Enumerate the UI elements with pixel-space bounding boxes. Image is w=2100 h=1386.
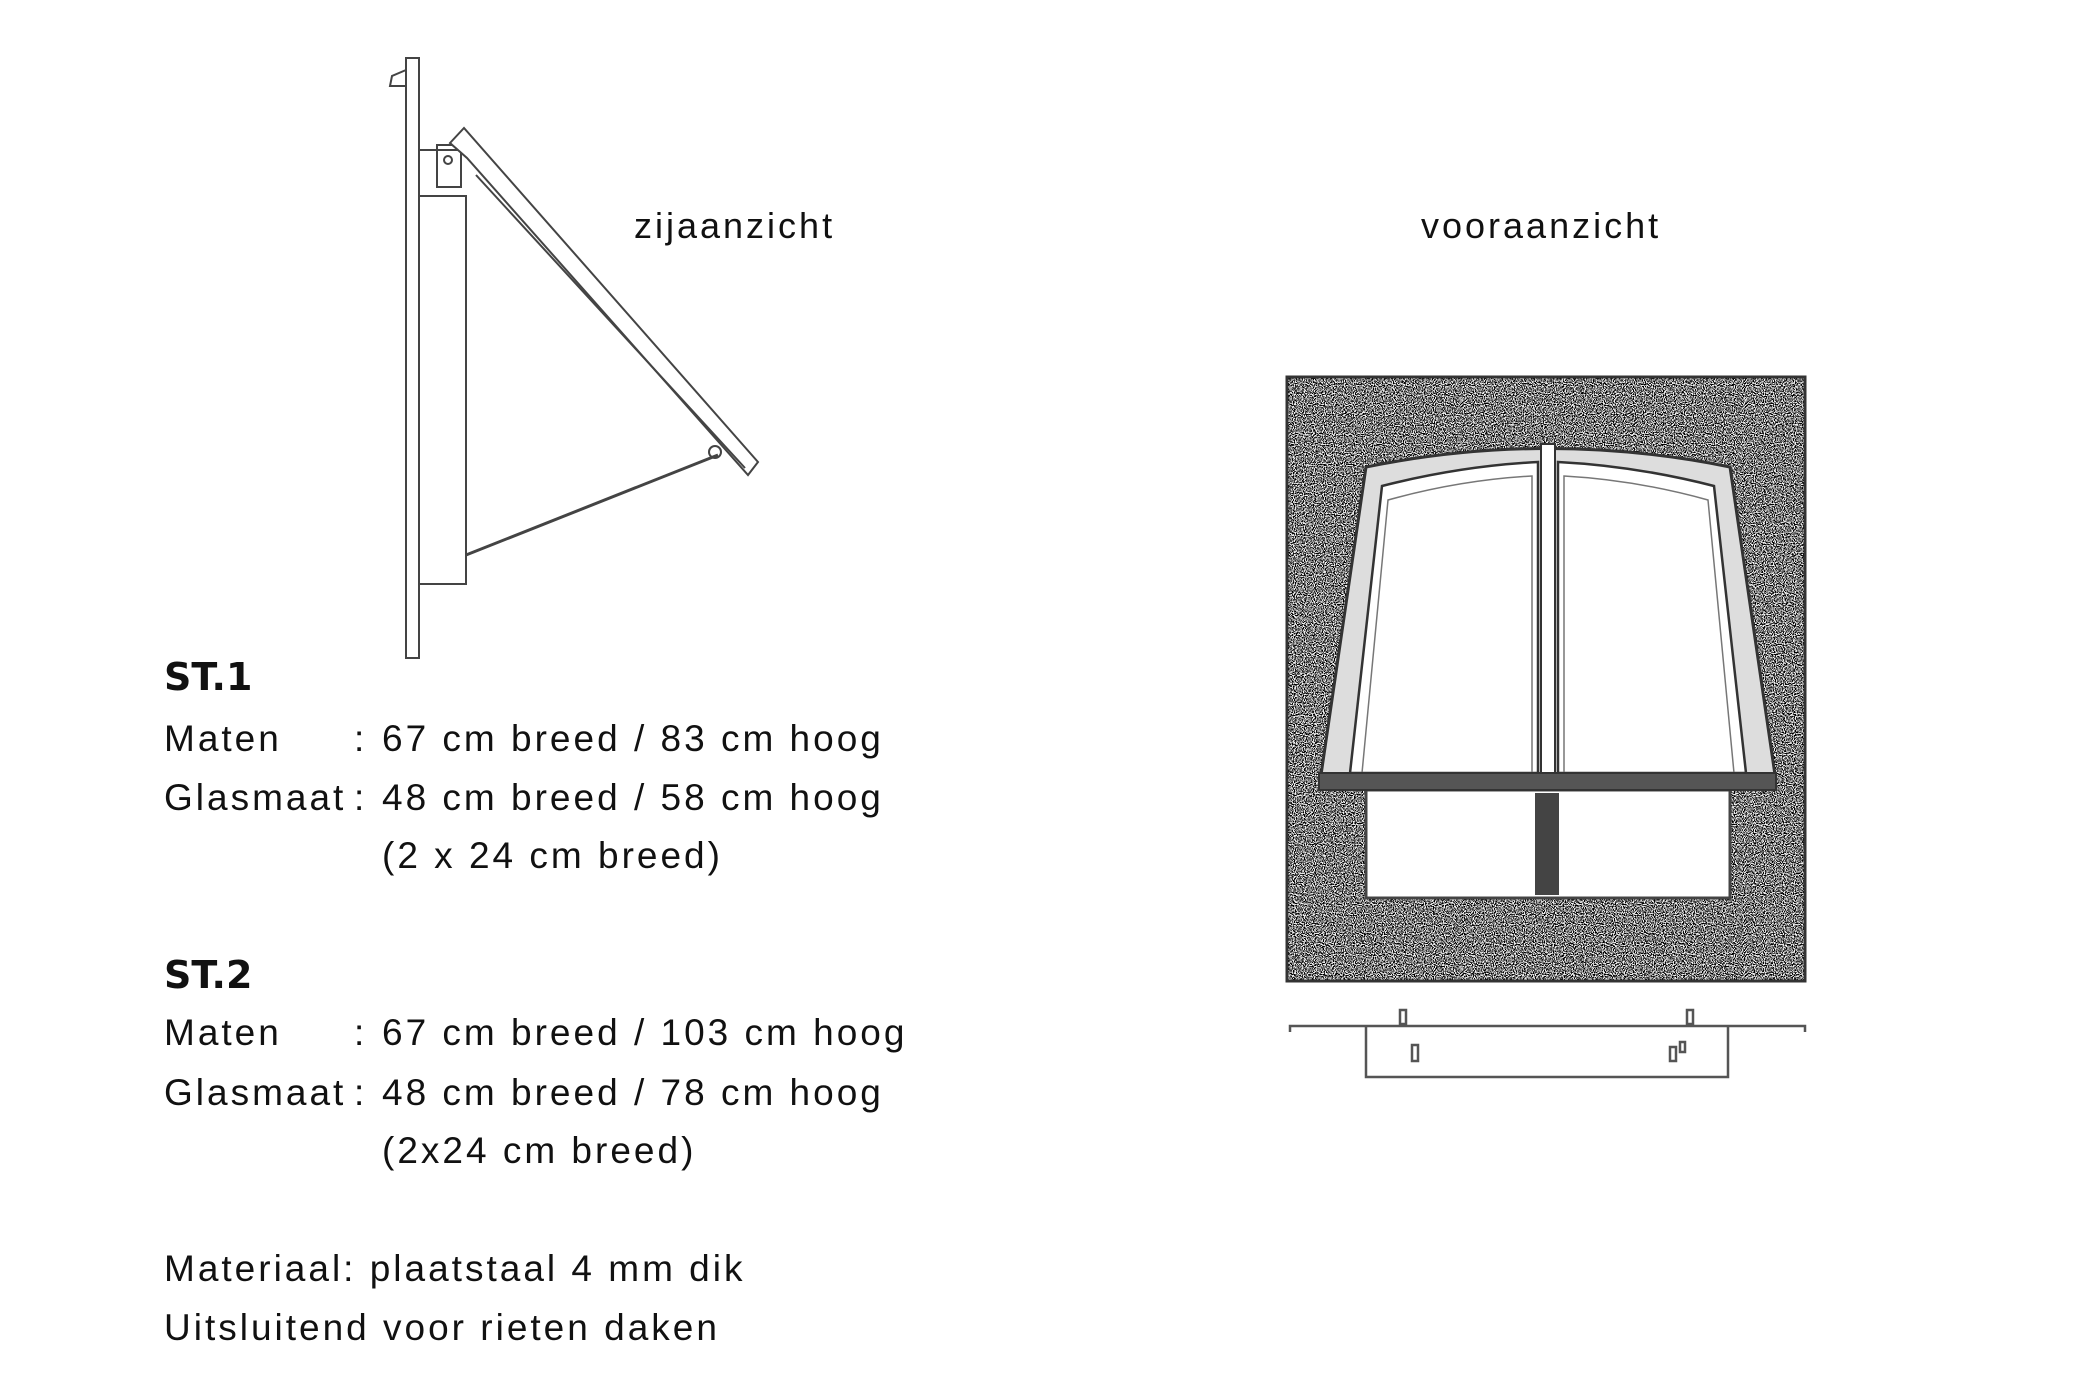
right-pane	[1556, 460, 1748, 775]
spec-row: Maten:67 cm breed / 103 cm hoog	[164, 1012, 907, 1054]
spec-row: Glasmaat:48 cm breed / 58 cm hoog	[164, 777, 884, 819]
center-strip	[1535, 793, 1559, 895]
spec-value: 67 cm breed / 83 cm hoog	[382, 718, 884, 759]
side-view-label: zijaanzicht	[634, 205, 836, 246]
mullion	[1540, 443, 1556, 776]
spec-row: Glasmaat:48 cm breed / 78 cm hoog	[164, 1072, 884, 1114]
back-box	[418, 195, 467, 585]
base-plate-outline	[1285, 375, 1807, 983]
spec-key: Maten	[164, 1012, 282, 1053]
bottom-rail	[1288, 1008, 1807, 1079]
spec-sep: :	[354, 718, 368, 759]
spec-key: Glasmaat	[164, 777, 347, 818]
sash-inner-edge	[475, 174, 746, 469]
side-view-drawing	[388, 57, 760, 659]
hinge-bracket	[436, 144, 462, 188]
usage-note: Uitsluitend voor rieten daken	[164, 1307, 720, 1348]
wall-plate	[405, 57, 420, 659]
model-title-st2: ST.2	[164, 953, 253, 997]
spec-value: 48 cm breed / 78 cm hoog	[382, 1072, 884, 1113]
spec-key: Glasmaat	[164, 1072, 347, 1113]
spec-row: (2x24 cm breed)	[164, 1130, 696, 1172]
left-pane-inner	[1361, 475, 1533, 774]
spec-value: (2 x 24 cm breed)	[382, 835, 723, 876]
spec-sep: :	[354, 1072, 368, 1113]
support-strut	[465, 453, 719, 557]
strut-pivot	[708, 445, 722, 459]
hook	[388, 69, 407, 87]
material-note: Materiaal: plaatstaal 4 mm dik	[164, 1248, 746, 1289]
left-pane	[1348, 460, 1540, 775]
hinge-pin	[443, 155, 453, 165]
spec-value: 67 cm breed / 103 cm hoog	[382, 1012, 908, 1053]
spec-sep: :	[354, 1012, 368, 1053]
spec-sep: :	[354, 777, 368, 818]
model-title-st1: ST.1	[164, 655, 253, 699]
spec-value: 48 cm breed / 58 cm hoog	[382, 777, 884, 818]
spec-row: (2 x 24 cm breed)	[164, 835, 723, 877]
right-pane-inner	[1563, 475, 1735, 774]
bottom-bar	[1318, 772, 1777, 791]
spec-value: (2x24 cm breed)	[382, 1130, 697, 1171]
spec-key: Maten	[164, 718, 282, 759]
front-view-drawing	[1285, 375, 1807, 1079]
front-view-label: vooraanzicht	[1421, 205, 1662, 246]
spec-row: Maten:67 cm breed / 83 cm hoog	[164, 718, 884, 760]
window-sash	[448, 126, 760, 477]
